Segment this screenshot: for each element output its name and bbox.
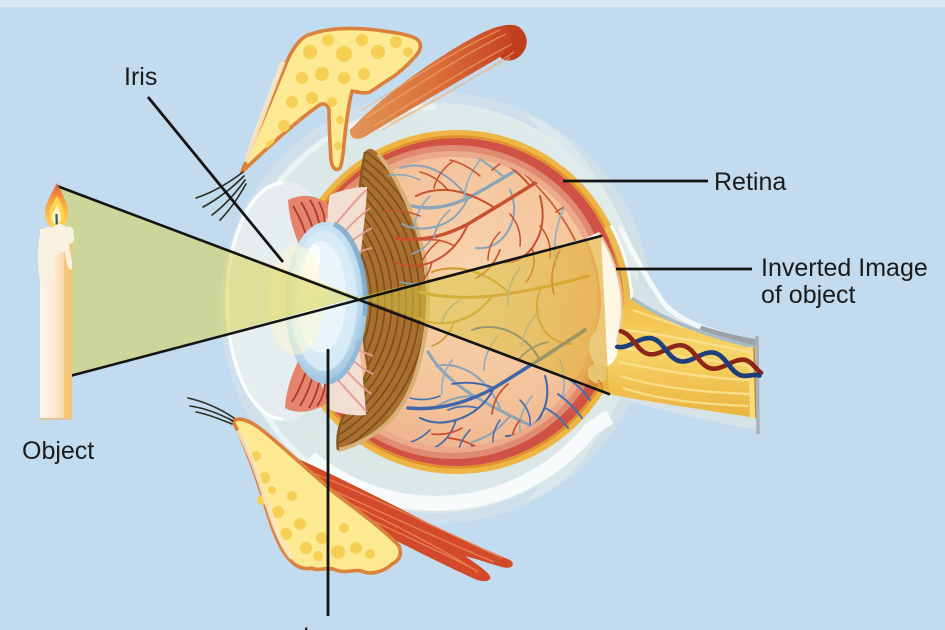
svg-text:Retina: Retina: [714, 168, 786, 196]
svg-text:Iris: Iris: [124, 63, 157, 91]
svg-text:Object: Object: [22, 437, 94, 465]
svg-text:Lens: Lens: [303, 623, 357, 630]
svg-text:of object: of object: [761, 281, 856, 309]
svg-text:Inverted Image: Inverted Image: [761, 254, 928, 282]
